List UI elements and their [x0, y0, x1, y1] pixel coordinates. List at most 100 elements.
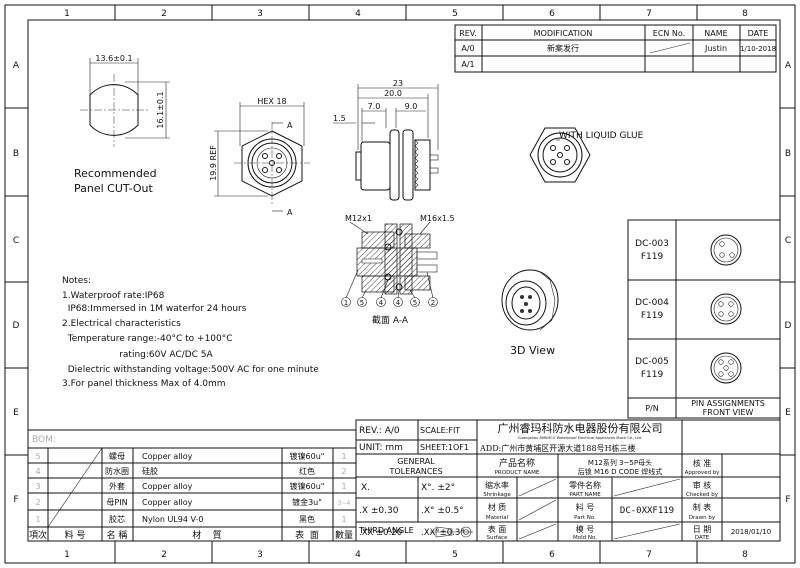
thread-left-label: M12x1: [345, 214, 372, 223]
date-label-en: DATE: [695, 535, 710, 541]
balloon: 5: [413, 299, 417, 307]
row-label: F: [785, 495, 790, 505]
pin-layout-4: [710, 293, 742, 325]
note-line: 1.Waterproof rate:IP68: [62, 291, 165, 301]
tolerance: .XX°±0.3°: [421, 528, 465, 538]
pins-footer-2: FRONT VIEW: [703, 408, 754, 417]
cutout-width-dim: 13.6±0.1: [95, 54, 132, 63]
material-label-en: Material: [486, 515, 509, 521]
row-label: B: [785, 149, 791, 159]
col-label: 7: [646, 550, 652, 560]
balloon: 2: [431, 299, 435, 307]
surface-label: 表 面: [488, 524, 507, 534]
bom-header: 數量: [335, 529, 353, 541]
bom-item: 5: [35, 452, 40, 461]
modification-header: MODIFICATION: [534, 29, 593, 38]
bom-item: 4: [35, 467, 40, 476]
rev-header: REV.: [459, 29, 477, 38]
tolerance: X°. ±2°: [421, 483, 455, 493]
checked-label-en: Checked by: [686, 492, 719, 498]
bom-table: BOM: 5 螺母 Copper alloy 镀镍60u" 1 4 防水圈 硅胶…: [28, 429, 356, 541]
pn-cell: DC-005: [635, 357, 669, 367]
col-label: 7: [646, 9, 652, 19]
sheet-value: SHEET:1OF1: [420, 443, 469, 452]
bom-material: Copper alloy: [142, 482, 193, 491]
part-no-label: 料 号: [576, 502, 595, 512]
bom-surface: 镀镍60u": [290, 481, 325, 491]
bom-header: 表 面: [295, 529, 319, 541]
dim-front: 7.0: [368, 102, 381, 111]
row-label: C: [13, 236, 19, 246]
col-label: 3: [257, 550, 263, 560]
row-label: B: [13, 149, 19, 159]
pin-assignment-table: DC-003 F119 DC-004 F119 DC-005 F119 P/N …: [627, 219, 781, 419]
note-line: rating:60V AC/DC 5A: [62, 350, 213, 360]
third-angle-text: THIRD ANGLE: [359, 526, 414, 535]
pins-footer-1: PIN ASSIGNMENTS: [691, 399, 765, 408]
side-view: 23 20.0 7.0 9.0 1.5: [333, 79, 439, 201]
revision-table: REV. MODIFICATION ECN No. NAME DATE A/0 …: [454, 24, 777, 73]
rev-cell: A/1: [461, 60, 474, 69]
notes: Notes: 1.Waterproof rate:IP68 IP68:Immer…: [62, 276, 319, 389]
tolerances-title: TOLERANCES: [388, 467, 442, 476]
height-ref-dim: 19.9 REF: [209, 145, 218, 181]
col-label: 3: [257, 9, 263, 19]
3d-view: 3D View: [501, 269, 559, 357]
bom-name: 防水圈: [105, 466, 129, 476]
col-label: 5: [452, 9, 458, 19]
balloon: 4: [396, 299, 401, 307]
note-line: 3.For panel thickness Max of 4.0mm: [62, 379, 226, 389]
cutout-label-1: Recommended: [74, 167, 157, 180]
approved-label-en: Approved by: [685, 470, 721, 476]
balloon: 1: [344, 299, 348, 307]
col-label: 2: [161, 9, 167, 19]
section-mark-bottom: A: [287, 208, 293, 217]
company-name: 广州睿玛科防水电器股份有限公司: [498, 421, 663, 435]
col-label: 5: [452, 550, 458, 560]
bom-header: 材 質: [192, 529, 221, 541]
company-address: ADD:广州市黄埔区开源大道188号H栋三楼: [479, 443, 636, 453]
tolerances-title: GENERAL: [397, 457, 435, 466]
bom-surface: 镀金3u": [292, 497, 322, 507]
rev-value: REV.: A/0: [359, 426, 400, 436]
third-angle-projection-icon: [430, 526, 473, 538]
section-title: 截面 A-A: [372, 314, 409, 326]
3d-view-label: 3D View: [510, 344, 555, 357]
part-no-label-en: Part No.: [574, 515, 596, 521]
balloon: 4: [379, 299, 384, 307]
mold-no-label-en: Mold No.: [573, 535, 597, 541]
col-label: 1: [64, 550, 70, 560]
pn-footer: P/N: [645, 404, 659, 413]
date-value: 2018/01/10: [731, 528, 771, 536]
bom-surface: 镀镍60u": [290, 451, 325, 461]
pin-layout-5: [710, 352, 742, 384]
note-line: Dielectric withstanding voltage:500V AC …: [62, 365, 319, 375]
bom-item: 1: [35, 515, 40, 524]
ecn-header: ECN No.: [653, 29, 685, 38]
bom-header: 料 号: [65, 529, 86, 541]
product-name-line1: M12系列 3~5P母头: [588, 458, 652, 467]
col-label: 4: [355, 550, 361, 560]
bom-qty: 1: [341, 452, 346, 461]
tolerance: .X° ±0.5°: [421, 506, 464, 516]
row-label: D: [785, 321, 792, 331]
glue-front-view: WITH LIQUID GLUE: [529, 127, 644, 183]
bom-surface: 黑色: [299, 514, 315, 524]
checked-label: 审 核: [693, 480, 712, 490]
note-line: Notes:: [62, 276, 91, 286]
bom-qty: 1: [341, 515, 346, 524]
date-header: DATE: [748, 29, 769, 38]
pin-layout-3: [710, 234, 742, 266]
note-line: Temperature range:-40°C to +100°C: [62, 334, 233, 344]
note-line: IP68:Immersed in 1M waterfor 24 hours: [62, 304, 247, 314]
bom-qty: 2: [341, 467, 346, 476]
part-name-label: 零件名称: [569, 480, 601, 490]
tolerance: .X ±0.30: [359, 506, 399, 516]
title-block: REV.: A/0 SCALE:FIT UNIT: mm SHEET:1OF1 …: [355, 419, 781, 542]
bom-qty: 1: [341, 482, 346, 491]
bom-name: 胶芯: [109, 514, 125, 524]
modification-cell: 新案发行: [547, 43, 579, 53]
pn-cell: DC-004: [635, 298, 669, 308]
shrinkage-label-en: Shrinkage: [483, 492, 511, 498]
